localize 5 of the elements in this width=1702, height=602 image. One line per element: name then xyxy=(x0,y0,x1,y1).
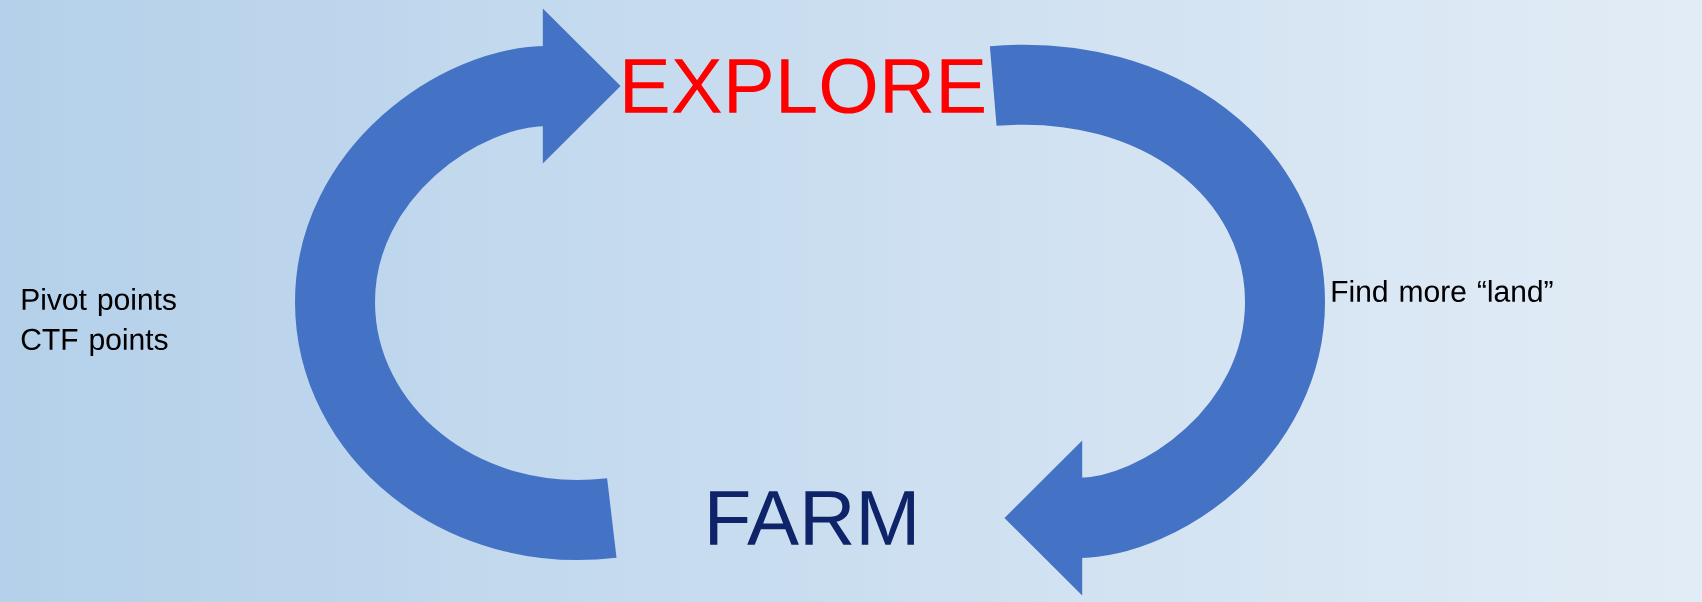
explore-label: EXPLORE xyxy=(625,58,984,114)
side-note: Pivot points CTF points xyxy=(21,288,176,356)
farm-label: FARM xyxy=(710,491,914,545)
side-note: Find more “land” xyxy=(1332,279,1553,302)
curved-arrow xyxy=(992,44,1325,596)
